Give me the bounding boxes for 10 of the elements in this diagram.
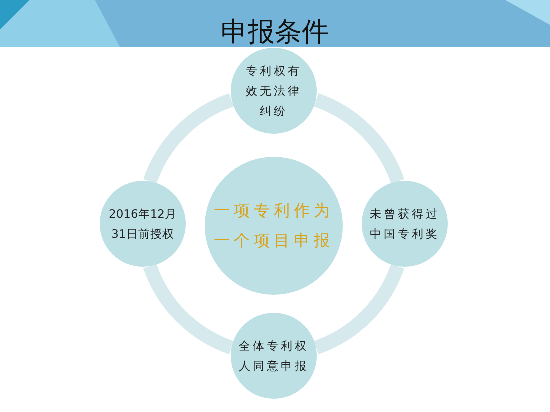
ring-segment — [144, 264, 234, 354]
ring-segment — [314, 264, 404, 354]
ring-segment — [314, 94, 404, 184]
title: 申报条件 — [221, 17, 329, 48]
ring-segment — [144, 94, 234, 184]
node-text: 2016年12月31日前授权 — [108, 206, 178, 243]
node-text: 一项专利作为一个项目申报 — [214, 200, 334, 252]
node-text: 专利权有效无法律纠纷 — [245, 63, 303, 120]
node-text: 未曾获得过中国专利奖 — [370, 206, 440, 243]
node-text: 全体专利权人同意申报 — [239, 338, 309, 375]
